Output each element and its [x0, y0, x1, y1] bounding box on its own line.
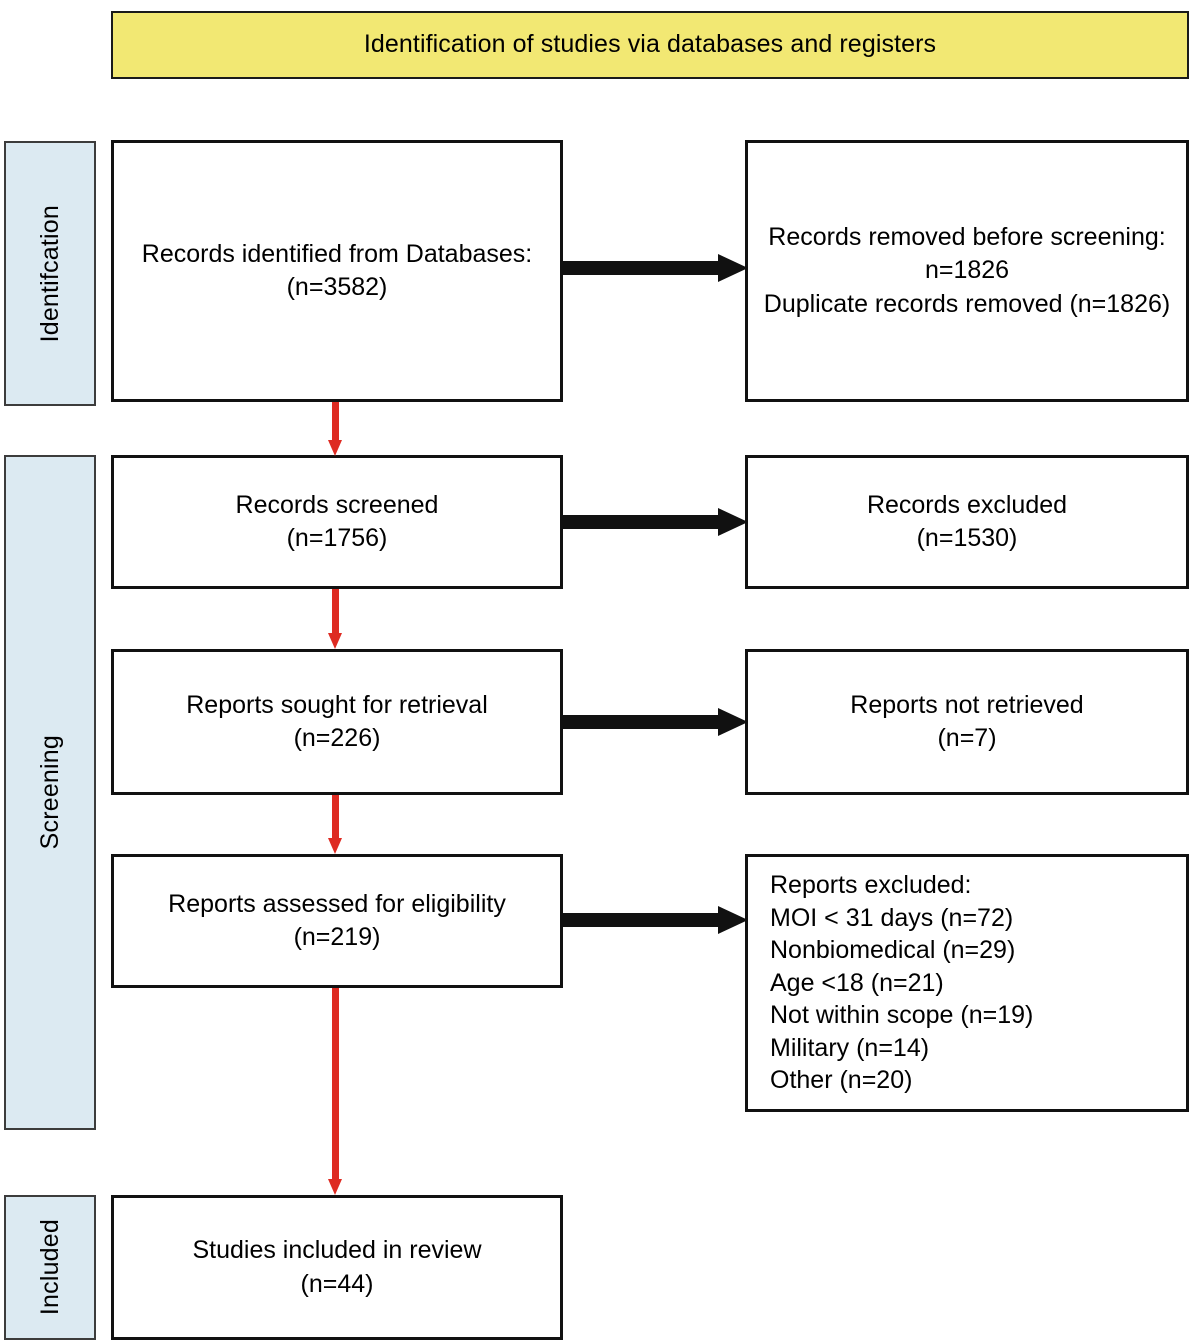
- arrow-shaft: [560, 261, 720, 275]
- node-records-screened-line1: Records screened: [235, 490, 439, 519]
- diagram-header-banner: Identification of studies via databases …: [111, 11, 1189, 79]
- arrow-shaft: [560, 515, 720, 529]
- phase-label-identification: Identifcation: [4, 141, 96, 406]
- node-reports-excluded-heading: Reports excluded:: [770, 871, 972, 900]
- node-reports-assessed-line1: Reports assessed for eligibility: [168, 889, 506, 918]
- flow-arrow-assessed-to-included-icon: [328, 988, 342, 1196]
- node-reports-not-retrieved: Reports not retrieved (n=7): [745, 649, 1189, 795]
- exclusion-reason-item: Nonbiomedical (n=29): [770, 936, 1016, 965]
- exclusion-reason-item: Military (n=14): [770, 1033, 930, 1062]
- exclusion-reason-item: Other (n=20): [770, 1066, 913, 1095]
- arrow-head: [328, 633, 342, 649]
- node-studies-included: Studies included in review (n=44): [111, 1195, 563, 1340]
- arrow-head: [328, 1179, 342, 1195]
- node-records-removed-line1: Records removed before screening:: [768, 223, 1166, 252]
- diagram-title: Identification of studies via databases …: [363, 30, 937, 59]
- arrow-head: [718, 708, 748, 736]
- node-reports-not-retrieved-line1: Reports not retrieved: [850, 690, 1084, 719]
- node-records-excluded-line1: Records excluded: [866, 490, 1068, 519]
- flow-arrow-identified-to-screened-icon: [328, 402, 342, 456]
- node-reports-assessed-count: (n=219): [293, 923, 381, 951]
- phase-identification-text: Identifcation: [35, 204, 64, 343]
- node-records-identified-line1: Records identified from Databases:: [141, 239, 533, 268]
- arrow-head: [328, 838, 342, 854]
- node-records-excluded: Records excluded (n=1530): [745, 455, 1189, 589]
- node-reports-sought-line1: Reports sought for retrieval: [186, 690, 488, 719]
- arrow-head: [718, 508, 748, 536]
- node-records-screened: Records screened (n=1756): [111, 455, 563, 589]
- node-records-identified-count: (n=3582): [286, 273, 388, 301]
- arrow-shaft: [560, 913, 720, 927]
- node-records-removed: Records removed before screening: n=1826…: [745, 140, 1189, 402]
- arrow-shaft: [332, 402, 339, 441]
- exclusion-reason-item: Not within scope (n=19): [770, 1001, 1034, 1030]
- exclusion-reason-item: MOI < 31 days (n=72): [770, 903, 1014, 932]
- exclusion-arrow-identified-to-removed-icon: [560, 254, 748, 282]
- phase-label-screening: Screening: [4, 455, 96, 1130]
- arrow-head: [328, 440, 342, 456]
- phase-label-included: Included: [4, 1195, 96, 1340]
- node-reports-sought: Reports sought for retrieval (n=226): [111, 649, 563, 795]
- exclusion-arrow-assessed-to-reports-excluded-icon: [560, 906, 748, 934]
- node-studies-included-count: (n=44): [300, 1269, 374, 1298]
- flow-arrow-sought-to-assessed-icon: [328, 795, 342, 855]
- arrow-shaft: [332, 589, 339, 634]
- exclusion-reason-item: Age <18 (n=21): [770, 968, 944, 997]
- node-reports-not-retrieved-count: (n=7): [937, 724, 997, 752]
- arrow-shaft: [332, 988, 339, 1180]
- phase-screening-text: Screening: [35, 735, 64, 850]
- node-records-excluded-count: (n=1530): [916, 524, 1018, 552]
- node-records-screened-count: (n=1756): [286, 524, 388, 552]
- node-reports-excluded: Reports excluded: MOI < 31 days (n=72) N…: [745, 854, 1189, 1112]
- node-studies-included-line1: Studies included in review: [192, 1236, 482, 1265]
- exclusion-arrow-screened-to-excluded-icon: [560, 508, 748, 536]
- arrow-shaft: [560, 715, 720, 729]
- arrow-head: [718, 906, 748, 934]
- arrow-head: [718, 254, 748, 282]
- arrow-shaft: [332, 795, 339, 839]
- exclusion-arrow-sought-to-not-retrieved-icon: [560, 708, 748, 736]
- node-records-removed-count: n=1826: [924, 256, 1010, 285]
- node-reports-assessed: Reports assessed for eligibility (n=219): [111, 854, 563, 988]
- flow-arrow-screened-to-sought-icon: [328, 589, 342, 650]
- node-duplicate-records-removed: Duplicate records removed (n=1826): [763, 289, 1171, 318]
- phase-included-text: Included: [35, 1219, 64, 1316]
- node-reports-sought-count: (n=226): [293, 724, 381, 752]
- node-records-identified: Records identified from Databases: (n=35…: [111, 140, 563, 402]
